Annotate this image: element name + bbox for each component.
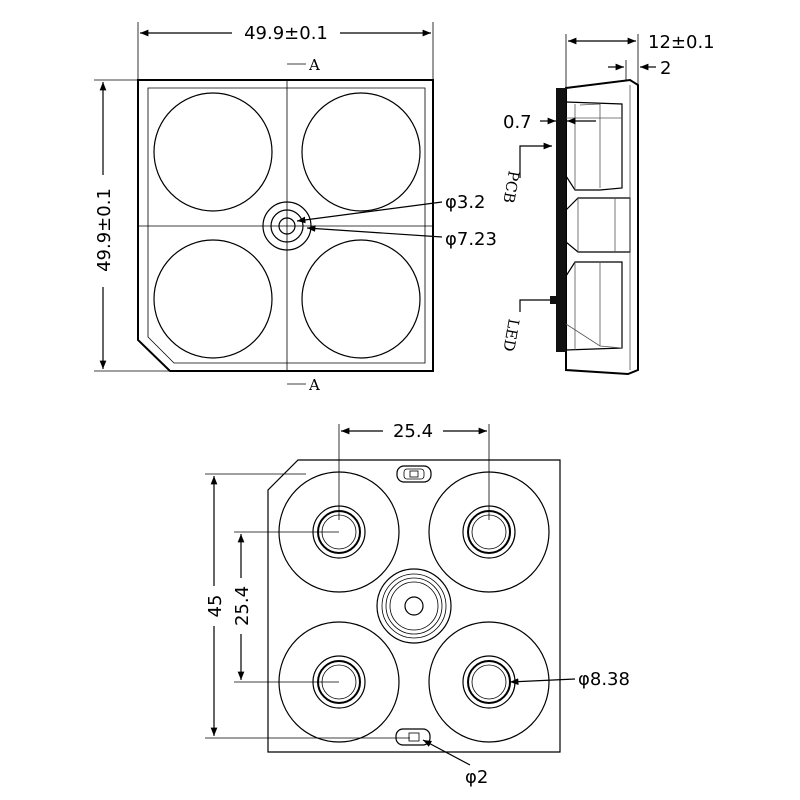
pcb-layer (556, 88, 566, 352)
center-boss-dimension: φ7.23 (445, 229, 497, 250)
section-mark-bottom: A (308, 376, 320, 394)
lens-bottom-right (301, 239, 421, 359)
led-cup-bottom-left (278, 621, 400, 743)
bottom-center-boss (376, 568, 452, 644)
top-height-dimension: 49.9±0.1 (94, 188, 115, 272)
led-cup-top-right (428, 471, 550, 593)
lens-bottom-left (153, 239, 273, 359)
top-outline (137, 79, 434, 372)
led-cup-top-left (278, 471, 400, 593)
step-dimension: 2 (660, 58, 671, 79)
bottom-outline (267, 459, 561, 753)
pcb-label: PCB (499, 169, 522, 204)
center-hole-dimension: φ3.2 (445, 192, 486, 213)
top-width-dimension: 49.9±0.1 (244, 23, 328, 44)
section-mark-top: A (308, 56, 320, 74)
lens-top-right (301, 92, 421, 212)
top-locating-pin (396, 465, 432, 483)
depth-dimension: 12±0.1 (648, 32, 715, 53)
side-view: 12±0.1 2 0.7 PCB LE (499, 32, 715, 376)
lens-top-left (153, 92, 273, 212)
pcb-thickness-dimension: 0.7 (503, 112, 532, 133)
bottom-locating-pin (395, 728, 431, 746)
led-cup-bottom-right (428, 621, 550, 743)
height-dimension: 45 (205, 595, 226, 618)
led-label: LED (499, 317, 522, 353)
pin-dimension: φ2 (465, 767, 488, 788)
led-cavity-dimension: φ8.38 (578, 669, 630, 690)
bottom-view: 25.4 45 25.4 (203, 420, 630, 788)
top-view: 49.9±0.1 49.9±0.1 A A (92, 22, 497, 394)
pitch-y-dimension: 25.4 (232, 586, 253, 626)
pitch-x-dimension: 25.4 (393, 421, 433, 442)
